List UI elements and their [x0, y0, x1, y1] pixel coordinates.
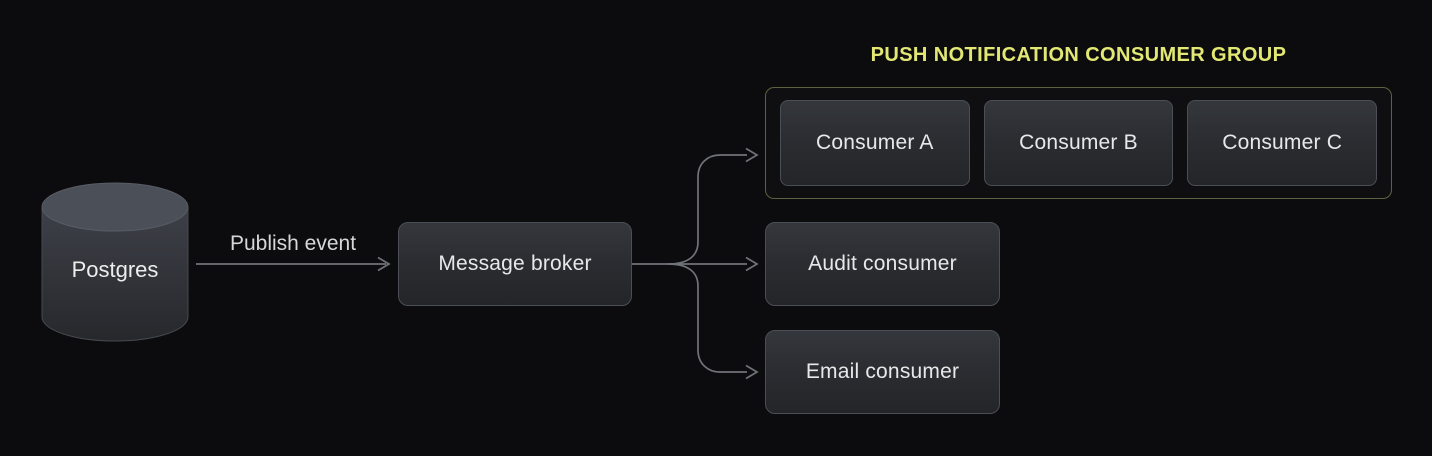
consumer-group-container: Consumer A Consumer B Consumer C [765, 87, 1392, 199]
node-audit-consumer-label: Audit consumer [808, 252, 957, 275]
database-cylinder-icon [41, 182, 189, 342]
node-message-broker-label: Message broker [438, 252, 592, 275]
node-consumer-c-label: Consumer C [1222, 131, 1343, 154]
node-consumer-a: Consumer A [780, 100, 970, 186]
consumer-group-title: PUSH NOTIFICATION CONSUMER GROUP [870, 44, 1287, 66]
node-message-broker: Message broker [398, 222, 632, 306]
arrow-broker-to-audit [632, 256, 759, 272]
arrow-broker-to-email [667, 263, 759, 380]
node-consumer-b: Consumer B [983, 100, 1174, 186]
node-audit-consumer: Audit consumer [765, 222, 1000, 306]
arrow-broker-to-group [667, 147, 759, 265]
arrow-publish-event [196, 256, 391, 272]
edge-publish-event-label: Publish event [229, 232, 357, 255]
node-email-consumer: Email consumer [765, 330, 1000, 414]
node-consumer-c: Consumer C [1187, 100, 1378, 186]
node-consumer-a-label: Consumer A [816, 131, 934, 154]
node-email-consumer-label: Email consumer [805, 360, 960, 383]
node-consumer-b-label: Consumer B [1019, 131, 1138, 154]
node-postgres-label: Postgres [71, 257, 159, 282]
